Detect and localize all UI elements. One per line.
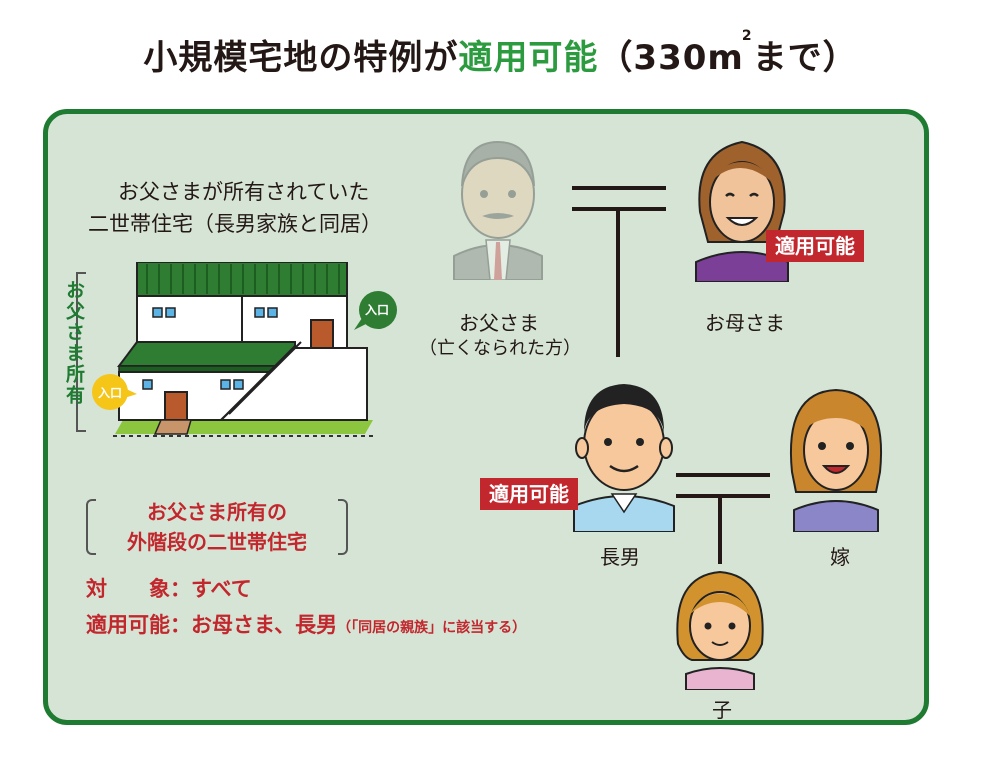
title-highlight: 適用可能 bbox=[458, 38, 599, 78]
entrance-bubble-lower bbox=[92, 374, 137, 410]
summary-applicable-value: お母さま、長男 bbox=[191, 613, 338, 637]
son-applicable-badge: 適用可能 bbox=[480, 478, 578, 510]
title-unit: m bbox=[707, 38, 744, 78]
summary-applicable-note: （「同居の親族」に該当する） bbox=[337, 620, 527, 636]
two-family-house-illustration bbox=[113, 262, 373, 437]
section-title: お父さま所有の 外階段の二世帯住宅 bbox=[86, 497, 348, 559]
entrance-bubble-upper bbox=[354, 291, 397, 330]
owner-label: お父さま所有 bbox=[56, 272, 86, 432]
father-label: お父さま bbox=[459, 311, 539, 335]
title-tail: まで） bbox=[752, 38, 858, 78]
title-suffix: （330 bbox=[598, 38, 708, 78]
child-illustration bbox=[676, 570, 764, 690]
wife-label: 嫁 bbox=[830, 545, 850, 569]
title-main: 小規模宅地の特例が bbox=[143, 38, 459, 78]
lower-roof bbox=[117, 341, 296, 367]
summary-applicable-label: 適用可能： bbox=[86, 613, 191, 637]
house-caption-line2: 二世帯住宅（長男家族と同居） bbox=[88, 212, 382, 236]
owner-label-text: お父さま所有 bbox=[63, 280, 85, 406]
marriage-line-parents-top bbox=[572, 186, 666, 190]
descent-line-son bbox=[718, 494, 722, 564]
summary-target: 対 象：すべて bbox=[86, 573, 252, 603]
son-illustration bbox=[573, 384, 675, 532]
section-bracket-right bbox=[338, 499, 348, 555]
marriage-line-son-bottom bbox=[676, 494, 770, 498]
section-title-text: お父さま所有の 外階段の二世帯住宅 bbox=[86, 497, 348, 557]
father-illustration bbox=[453, 140, 543, 280]
owner-bracket bbox=[76, 272, 86, 432]
descent-line-parents bbox=[616, 207, 620, 357]
child-label: 子 bbox=[712, 698, 732, 722]
mother-illustration bbox=[695, 140, 789, 282]
mother-applicable-badge: 適用可能 bbox=[766, 230, 864, 262]
section-title-line1: お父さま所有の bbox=[147, 500, 287, 524]
house-caption-line1: お父さまが所有されていた bbox=[118, 180, 370, 204]
page-title: 小規模宅地の特例が適用可能（330m2まで） bbox=[0, 28, 1001, 79]
title-unit-exponent: 2 bbox=[741, 28, 753, 44]
upper-door bbox=[310, 319, 334, 349]
summary-applicable: 適用可能：お母さま、長男（「同居の親族」に該当する） bbox=[86, 609, 526, 639]
father-note: （亡くなられた方） bbox=[419, 338, 581, 359]
mother-label: お母さま bbox=[705, 311, 785, 335]
entrance-label-upper: 入口 bbox=[365, 303, 390, 317]
marriage-line-son-top bbox=[676, 473, 770, 477]
entrance-label-lower: 入口 bbox=[98, 386, 123, 400]
summary-target-label: 対 象： bbox=[86, 577, 191, 601]
son-label: 長男 bbox=[600, 545, 640, 569]
section-bracket-left bbox=[86, 499, 96, 555]
wife-illustration bbox=[790, 388, 882, 532]
lawn bbox=[115, 420, 373, 434]
summary-target-value: すべて bbox=[191, 577, 252, 601]
section-title-line2: 外階段の二世帯住宅 bbox=[127, 530, 307, 554]
lower-door bbox=[164, 391, 188, 421]
